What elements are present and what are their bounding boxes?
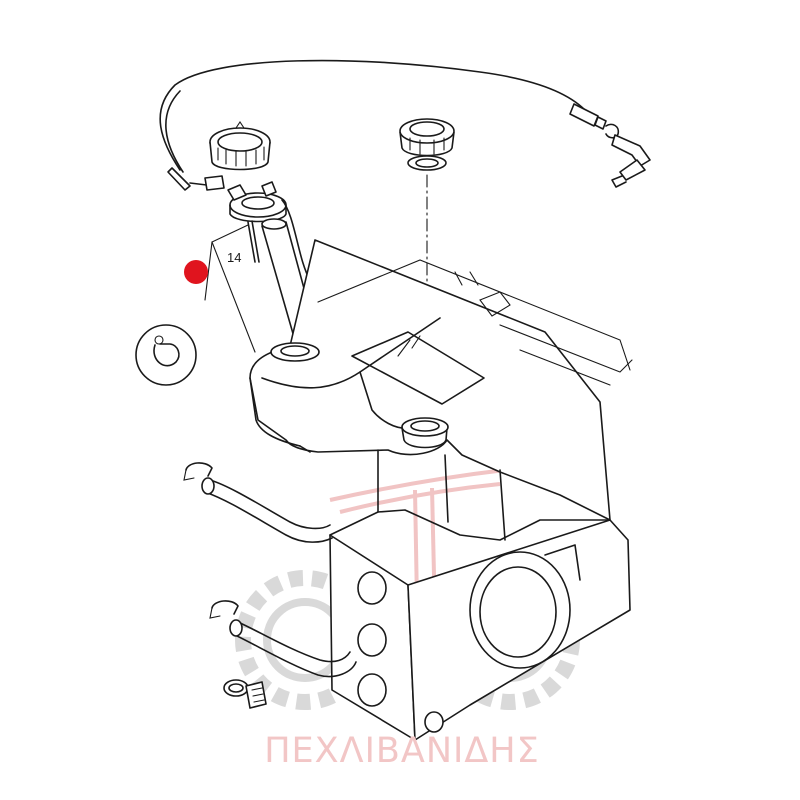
selection-marker[interactable]: [184, 260, 208, 284]
watermark-brand-text: ΠΕΧΛΙΒΑΝΙΔΗΣ: [264, 731, 540, 771]
lower-hose: [209, 600, 357, 678]
callout-14: 14: [204, 224, 256, 353]
hose-clip-icon: [135, 324, 197, 386]
callout-label-14: 14: [227, 250, 241, 265]
upper-hose: [183, 462, 333, 543]
fuel-tank: [249, 239, 633, 741]
sender-lock-ring: [209, 121, 271, 171]
drain-plug: [223, 679, 267, 709]
wire-harness: [159, 59, 651, 191]
filler-cap-right: [399, 118, 455, 171]
